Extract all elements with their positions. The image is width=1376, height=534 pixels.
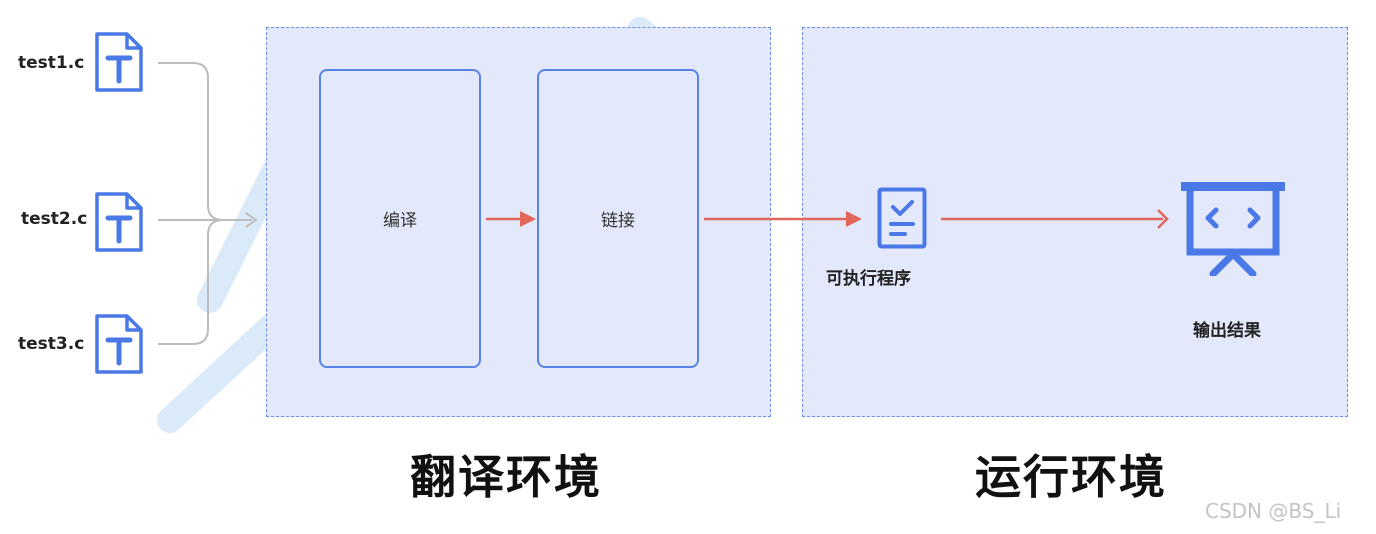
- file-label-test3: test3.c: [18, 334, 85, 354]
- checklist-document-icon: [877, 187, 927, 249]
- csdn-watermark: CSDN @BS_Li: [1205, 499, 1342, 523]
- arrowhead-compile-to-link: [520, 211, 536, 227]
- output-label: 输出结果: [1193, 321, 1261, 341]
- arrowhead-executable-to-output: [1157, 209, 1169, 229]
- file-label-test1: test1.c: [18, 53, 85, 73]
- connector-test3: [158, 219, 224, 345]
- connector-test1: [158, 62, 224, 221]
- presentation-screen-icon: [1181, 182, 1285, 276]
- translation-environment-title: 翻译环境: [410, 450, 602, 504]
- compile-stage-box: 编译: [319, 69, 481, 368]
- text-file-icon: [95, 314, 143, 374]
- runtime-environment-title: 运行环境: [975, 450, 1167, 504]
- file-label-test2: test2.c: [21, 209, 88, 229]
- text-file-icon: [95, 192, 143, 252]
- translation-environment-box: [266, 27, 771, 417]
- arrowhead-link-to-executable: [846, 211, 862, 227]
- compile-stage-label: 编译: [383, 211, 417, 231]
- link-stage-box: 链接: [537, 69, 699, 368]
- text-file-icon: [95, 32, 143, 92]
- link-stage-label: 链接: [601, 211, 635, 231]
- connector-arrowhead: [245, 212, 258, 228]
- executable-label: 可执行程序: [826, 269, 911, 289]
